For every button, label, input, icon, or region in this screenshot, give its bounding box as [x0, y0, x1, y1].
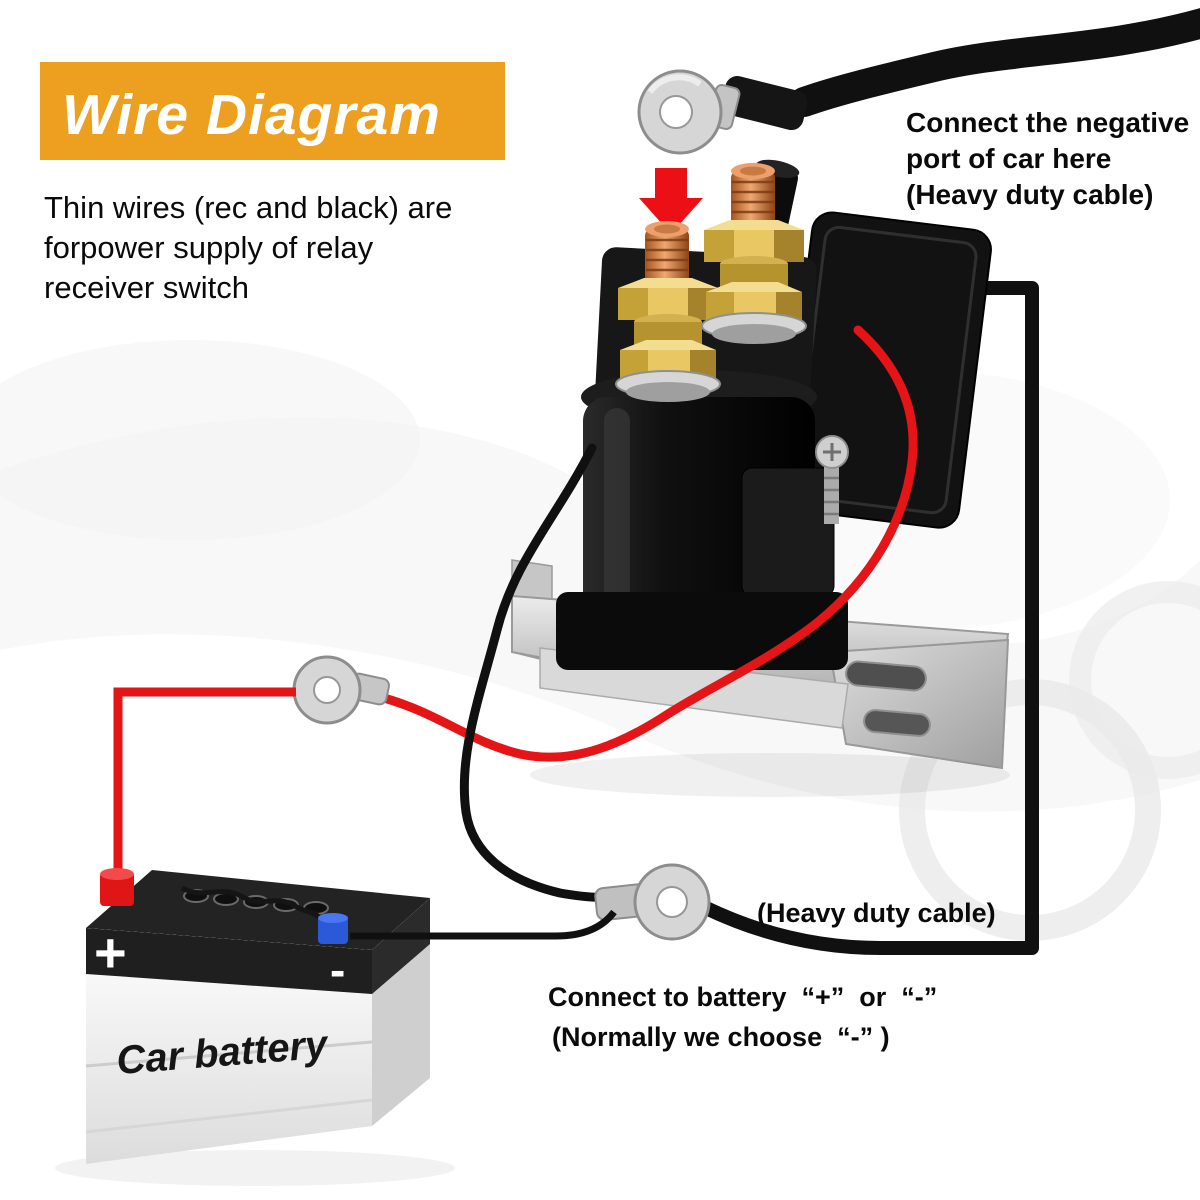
battery-minus-sign: -	[330, 944, 345, 996]
negative-port-note-line1: Connect the negative	[906, 107, 1189, 138]
copper-stud-cap-inner	[654, 224, 680, 234]
thin-wires-note-line1: Thin wires (rec and black) are	[44, 190, 452, 225]
battery-minus-terminal	[318, 916, 348, 944]
thin-wires-note-line3: receiver switch	[44, 270, 249, 305]
red-thin-wire-relay	[379, 325, 918, 762]
background-wheel-arc-2	[1069, 581, 1200, 779]
battery-plus-post	[100, 872, 134, 906]
battery-minus-terminal-cap	[318, 913, 348, 923]
battery-top-wire	[180, 885, 324, 922]
screw-threads	[824, 476, 839, 516]
battery-front-dark-strip	[86, 928, 372, 994]
top-heavy-cable	[637, 8, 1200, 155]
left-ring-hole	[313, 676, 341, 704]
bracket-slot-hole	[845, 660, 927, 692]
copper-stud	[645, 228, 689, 288]
black-thin-wire	[459, 443, 613, 902]
relay-terminal-left	[615, 221, 721, 402]
bracket-slot-hole-2	[863, 709, 931, 737]
bottom-ring-hole	[656, 886, 688, 918]
brass-nut-facet-left	[618, 288, 648, 320]
copper-stud-threads	[646, 238, 688, 282]
title-banner-bg	[40, 62, 505, 160]
relay-can-highlight	[604, 408, 630, 620]
bottom-ring-terminal	[594, 863, 711, 941]
thin-wires-note-line2: forpower supply of relay	[44, 230, 374, 265]
bracket-shadow	[530, 753, 1010, 797]
left-ring-terminal	[292, 655, 390, 725]
negative-port-note-line2: port of car here	[906, 143, 1111, 174]
negative-port-note: Connect the negative port of car here (H…	[906, 107, 1189, 210]
battery-plus-post-cap	[100, 868, 134, 880]
red-down-arrow	[639, 168, 703, 234]
top-cable-crimp	[721, 76, 808, 131]
heavy-duty-cable-label: (Heavy duty cable)	[757, 898, 996, 928]
title-banner: Wire Diagram	[40, 62, 505, 160]
screw-shaft	[824, 466, 839, 524]
battery-connect-line2: (Normally we choose “-” )	[552, 1022, 890, 1052]
negative-port-note-line3: (Heavy duty cable)	[906, 179, 1153, 210]
terminal-washer-lower	[626, 382, 710, 402]
heavy-duty-cable-loop	[699, 281, 1039, 955]
battery-bottom-seam	[85, 1098, 373, 1134]
screw-head-cross	[823, 443, 841, 461]
top-ring-highlight	[647, 74, 702, 94]
brass-nut2-top-bevel	[620, 340, 716, 350]
black-line-from-minus	[350, 909, 617, 940]
battery-plus-sign: +	[94, 921, 127, 984]
mounting-screw	[815, 435, 849, 524]
battery-shadow	[55, 1150, 455, 1186]
battery-front-seam	[85, 1040, 373, 1068]
relay-side-block	[741, 467, 835, 597]
thin-wires-note: Thin wires (rec and black) are forpower …	[44, 190, 452, 305]
title-banner-text: Wire Diagram	[62, 83, 441, 147]
battery-connect-line1: Connect to battery “+” or “-”	[548, 982, 937, 1012]
brass-nut-top-bevel	[618, 278, 718, 288]
top-cable	[789, 8, 1200, 117]
battery-connect-note: Connect to battery “+” or “-” (Normally …	[548, 982, 937, 1052]
car-battery: + - Car battery	[55, 868, 455, 1186]
red-wire-battery	[113, 687, 296, 878]
battery-right-dark-strip	[372, 898, 430, 994]
top-ring-terminal-hole	[659, 95, 693, 129]
